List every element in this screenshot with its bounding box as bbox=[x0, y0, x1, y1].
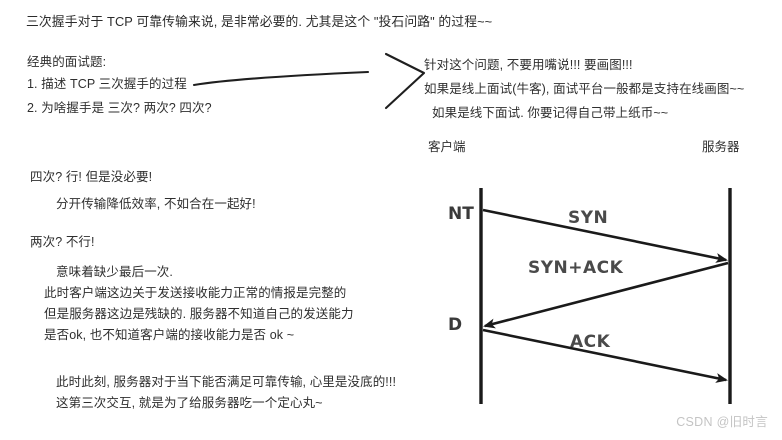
diagram-lines bbox=[479, 188, 732, 404]
two-times-line-4: 是否ok, 也不知道客户端的接收能力是否 ok ~ bbox=[44, 328, 295, 342]
two-times-line-3: 但是服务器这边是残缺的. 服务器不知道自己的发送能力 bbox=[44, 307, 354, 321]
diagram-message-syn-ack: SYN+ACK bbox=[528, 258, 624, 278]
advice-line-2: 如果是线上面试(牛客), 面试平台一般都是支持在线画图~~ bbox=[424, 82, 745, 96]
diagram-server-label: 服务器 bbox=[702, 140, 740, 154]
diagram-edge-glyph-bottom: D bbox=[448, 315, 463, 335]
advice-line-1: 针对这个问题, 不要用嘴说!!! 要画图!!! bbox=[424, 58, 633, 72]
diagram-message-syn: SYN bbox=[568, 208, 609, 228]
diagram-client-label: 客户端 bbox=[428, 140, 466, 154]
handshake-sequence-diagram: 客户端 服务器 NT D SYN SYN+ACK ACK bbox=[420, 132, 782, 422]
interview-question-2: 2. 为啥握手是 三次? 两次? 四次? bbox=[27, 101, 212, 115]
csdn-watermark: CSDN @旧时言 bbox=[676, 415, 768, 429]
four-times-body: 分开传输降低效率, 不如合在一起好! bbox=[56, 197, 256, 211]
interview-block-title: 经典的面试题: bbox=[27, 55, 107, 69]
interview-question-1: 1. 描述 TCP 三次握手的过程 bbox=[27, 77, 187, 91]
advice-line-3: 如果是线下面试. 你要记得自己带上纸币~~ bbox=[432, 106, 669, 120]
diagram-edge-glyph-top: NT bbox=[448, 204, 474, 224]
two-times-line-1: 意味着缺少最后一次. bbox=[56, 265, 173, 279]
two-times-line-2: 此时客户端这边关于发送接收能力正常的情报是完整的 bbox=[44, 286, 347, 300]
closing-line-2: 这第三次交互, 就是为了给服务器吃一个定心丸~ bbox=[56, 396, 323, 410]
page-title: 三次握手对于 TCP 可靠传输来说, 是非常必要的. 尤其是这个 "投石问路" … bbox=[26, 14, 493, 29]
diagram-message-ack: ACK bbox=[570, 332, 611, 352]
closing-line-1: 此时此刻, 服务器对于当下能否满足可靠传输, 心里是没底的!!! bbox=[56, 375, 397, 389]
four-times-title: 四次? 行! 但是没必要! bbox=[30, 170, 153, 184]
hand-drawn-arrow-icon bbox=[192, 52, 426, 110]
two-times-title: 两次? 不行! bbox=[30, 235, 95, 249]
